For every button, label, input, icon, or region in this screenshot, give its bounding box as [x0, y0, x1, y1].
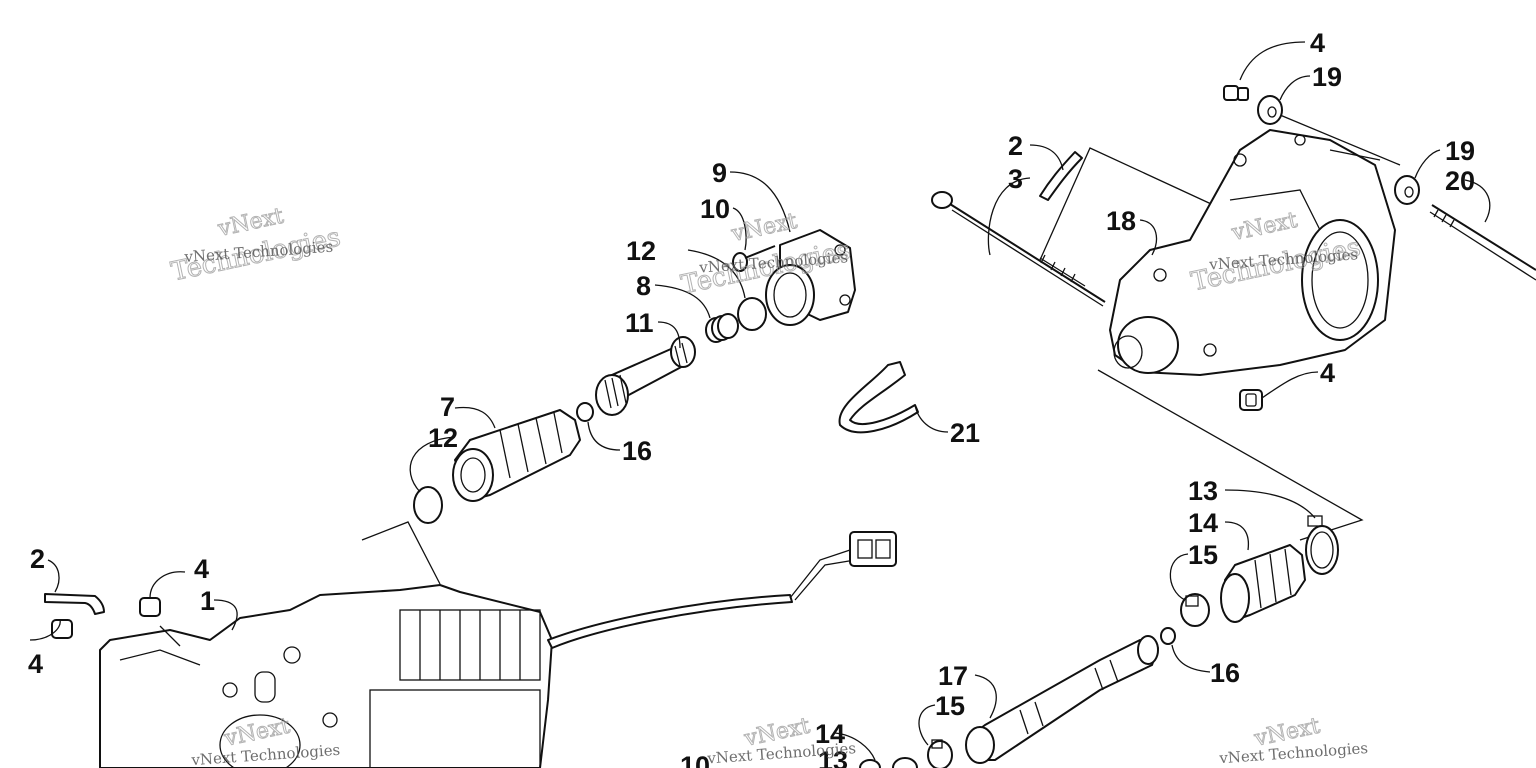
leader-lines — [29, 41, 1491, 761]
callout-16-lower: 16 — [1210, 658, 1240, 688]
cable-tie — [838, 361, 919, 434]
rubber-boot-lower — [1220, 544, 1306, 623]
nut-washer-top — [1223, 85, 1283, 125]
callout-15-right: 15 — [1188, 540, 1218, 570]
hose-clamp-15 — [1180, 593, 1210, 627]
callout-2-right: 2 — [1008, 131, 1023, 161]
right-gear-case — [1109, 129, 1396, 376]
o-ring-lower — [413, 486, 443, 524]
vent-hose-right — [1039, 151, 1083, 201]
long-bolt — [931, 191, 1106, 307]
callout-9: 9 — [712, 158, 727, 188]
plug-upper — [576, 402, 594, 422]
svg-text:vNext Technologies: vNext Technologies — [1218, 739, 1369, 767]
plug-lower — [1160, 627, 1176, 645]
callout-12-lower: 12 — [428, 423, 458, 453]
flange-bolt — [732, 245, 776, 272]
watermark-upper-left: vNext Technologies vNext Technologies — [168, 203, 344, 288]
callout-20: 20 — [1445, 166, 1475, 196]
callout-13-right: 13 — [1188, 476, 1218, 506]
spring — [705, 313, 739, 343]
clamp-lower-edge — [859, 759, 881, 768]
callout-4-top-right: 4 — [1310, 28, 1325, 58]
callout-13-lower: 13 — [818, 746, 848, 768]
callout-10-upper: 10 — [700, 194, 730, 224]
callout-1: 1 — [200, 586, 215, 616]
callout-14-lower: 14 — [815, 719, 845, 749]
boot-lower-edge — [892, 757, 918, 768]
callout-12-upper: 12 — [626, 236, 656, 266]
callout-18: 18 — [1106, 206, 1136, 236]
hose-clamp-15-lower — [927, 739, 953, 768]
callout-16-upper: 16 — [622, 436, 652, 466]
o-ring-upper — [737, 297, 767, 331]
hose-clamp-13 — [1305, 515, 1339, 575]
callout-19-top: 19 — [1312, 62, 1342, 92]
callout-8: 8 — [636, 271, 651, 301]
callout-14-right: 14 — [1188, 508, 1218, 538]
callout-7: 7 — [440, 392, 455, 422]
callout-4-left-upper: 4 — [194, 554, 209, 584]
vent-hose-left — [44, 593, 105, 615]
nut-left-upper — [139, 597, 161, 617]
wiring-harness — [547, 531, 897, 649]
rubber-boot-upper — [452, 409, 581, 502]
drive-shaft-17 — [965, 635, 1159, 764]
callout-11: 11 — [625, 308, 654, 338]
splined-shaft — [595, 336, 696, 416]
nut-left-lower — [51, 619, 73, 639]
callout-2-left: 2 — [30, 544, 45, 574]
callout-3: 3 — [1008, 164, 1023, 194]
callout-4-lower-right: 4 — [1320, 358, 1335, 388]
callout-17: 17 — [938, 661, 968, 691]
callout-21: 21 — [950, 418, 980, 448]
stud-washer-right — [1394, 175, 1536, 281]
callout-15-lower: 15 — [935, 691, 965, 721]
callout-4-left-lower: 4 — [28, 649, 43, 679]
callout-19-right: 19 — [1445, 136, 1475, 166]
callout-10-lower: 10 — [680, 751, 710, 768]
watermark-lower-right: vNext vNext Technologies — [1218, 713, 1369, 767]
main-gear-case — [99, 584, 553, 768]
nut-lower-right — [1239, 389, 1263, 411]
output-flange — [765, 229, 856, 326]
callout-numbers: 1 2 2 3 4 4 4 4 7 8 9 10 10 11 12 12 13 … — [28, 28, 1475, 768]
